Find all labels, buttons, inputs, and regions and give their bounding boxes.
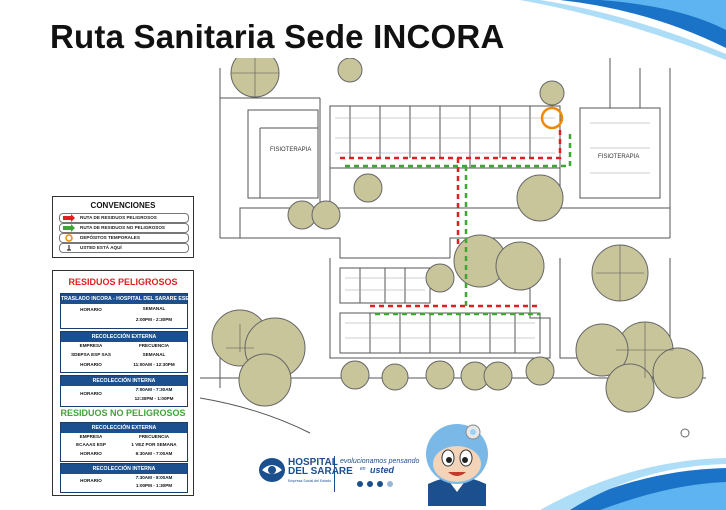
nh-external-frequency: 1 VEZ POR SEMANA <box>131 442 177 447</box>
slogan-line1: evolucionamos pensando <box>340 458 420 465</box>
external-company: SDEPSA ESP SAS <box>71 352 111 357</box>
floor-plan-map <box>200 58 706 438</box>
temporary-deposit-marker <box>540 106 564 130</box>
brand-divider <box>334 456 335 492</box>
hospital-tagline: Empresa Social del Estado <box>288 479 332 483</box>
nh-internal-time2: 1:00PM - 1:30PM <box>135 483 173 488</box>
top-decoration <box>520 0 726 60</box>
transfer-frequency: SEMANAL <box>142 306 166 311</box>
doctor-mascot-icon <box>426 424 488 506</box>
external-row-label: HORARIO <box>80 362 102 367</box>
slogan: evolucionamos pensando en usted <box>338 456 420 492</box>
slogan-usted: usted <box>370 465 395 475</box>
internal-row-label: HORARIO <box>80 391 102 396</box>
non-hazardous-route <box>345 133 572 316</box>
nh-internal-time1: 7:30AM - 8:00AM <box>135 475 173 480</box>
nh-internal-header: RECOLECCIÓN INTERNA <box>61 464 187 474</box>
legend-item-you-are-here: USTED ESTÁ AQUÍ <box>59 243 189 253</box>
nh-external-time: 6:30AM - 7:00AM <box>135 451 173 456</box>
hospital-emblem-icon <box>259 458 285 482</box>
transfer-row-label: HORARIO <box>80 307 102 312</box>
hazardous-transfer-table: TRASLADO INCORA - HOSPITAL DEL SARARE ES… <box>60 293 189 329</box>
nh-external-header: RECOLECCIÓN EXTERNA <box>61 423 187 433</box>
bottom-decoration <box>540 458 726 510</box>
location-pin-icon <box>67 245 71 251</box>
non-hazardous-external-table: RECOLECCIÓN EXTERNA EMPRESA FRECUENCIA E… <box>60 422 188 462</box>
room-label-fisioterapia-left: FISIOTERAPIA <box>270 147 312 153</box>
nh-internal-row-label: HORARIO <box>80 478 102 483</box>
social-icons <box>357 481 393 487</box>
legend-title: CONVENCIONES <box>90 201 156 210</box>
hospital-name-line1: HOSPITAL <box>288 457 338 468</box>
transfer-header: TRASLADO INCORA - HOSPITAL DEL SARARE ES… <box>61 294 189 304</box>
nh-external-company: ECAAAS ESP <box>76 442 106 447</box>
room-label-fisioterapia-right: FISIOTERAPIA <box>598 154 640 160</box>
internal-time2: 12:30PM - 1:00PM <box>134 396 174 401</box>
nh-external-col-frequency: FRECUENCIA <box>138 434 170 439</box>
orange-circle-icon <box>65 234 73 242</box>
green-arrow-icon <box>63 224 75 232</box>
nh-external-col-company: EMPRESA <box>79 434 103 439</box>
external-col-frequency: FRECUENCIA <box>138 343 170 348</box>
internal-time1: 7:00AM - 7:30AM <box>135 387 173 392</box>
internal-header: RECOLECCIÓN INTERNA <box>61 376 187 386</box>
legend-item-hazardous: RUTA DE RESIDUOS PELIGROSOS <box>59 213 189 223</box>
non-hazardous-title: RESIDUOS NO PELIGROSOS <box>60 408 186 418</box>
legend-item-non-hazardous: RUTA DE RESIDUOS NO PELIGROSOS <box>59 223 189 233</box>
slogan-en: en <box>360 466 366 472</box>
transfer-time: 2:00PM - 2:30PM <box>135 317 173 322</box>
legend: CONVENCIONES RUTA DE RESIDUOS PELIGROSOS… <box>52 196 194 258</box>
external-header: RECOLECCIÓN EXTERNA <box>61 332 187 342</box>
external-time: 11:00AM - 12:30PM <box>133 362 175 367</box>
hospital-logo: HOSPITAL DEL SARARE Empresa Social del E… <box>258 452 408 492</box>
non-hazardous-internal-table: RECOLECCIÓN INTERNA HORARIO 7:30AM - 8:0… <box>60 463 188 493</box>
hospital-name-line2: DEL SARARE <box>288 466 353 477</box>
hazardous-internal-table: RECOLECCIÓN INTERNA HORARIO 7:00AM - 7:3… <box>60 375 188 407</box>
external-frequency: SEMANAL <box>142 352 166 357</box>
external-col-company: EMPRESA <box>79 343 103 348</box>
schedules-panel: RESIDUOS PELIGROSOS TRASLADO INCORA - HO… <box>52 270 194 496</box>
hazardous-route <box>340 128 562 308</box>
hazardous-external-table: RECOLECCIÓN EXTERNA EMPRESA FRECUENCIA S… <box>60 331 188 373</box>
page-title: Ruta Sanitaria Sede INCORA <box>50 18 505 55</box>
hazardous-title: RESIDUOS PELIGROSOS <box>68 277 178 287</box>
red-arrow-icon <box>63 214 75 222</box>
nh-external-row-label: HORARIO <box>80 451 102 456</box>
legend-item-deposit: DEPÓSITOS TEMPORALES <box>59 233 189 243</box>
